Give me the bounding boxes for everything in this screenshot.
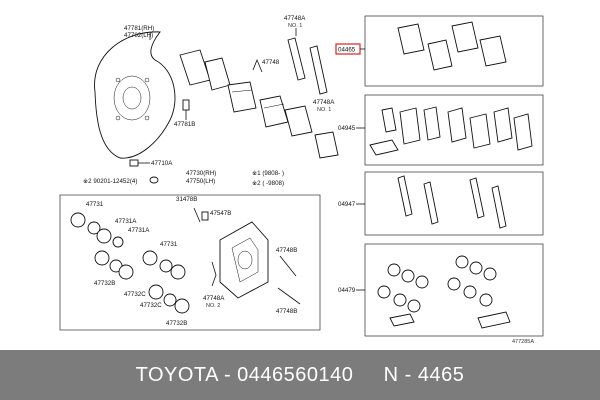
figure-code: 477285A (512, 339, 534, 345)
label-bolt-47781b: 47781B (174, 121, 195, 128)
label-kit-04479: 04479 (338, 287, 356, 294)
caliper-body (193, 207, 269, 299)
label-p47732b-a: 47732B (94, 280, 115, 287)
label-caliper-rh: 47730(RH) (186, 170, 216, 177)
label-kit-04465: 04465 (338, 47, 356, 54)
pistons-and-seals (70, 212, 190, 314)
label-p47748: 47748 (262, 59, 280, 66)
bolt-90201 (149, 176, 159, 184)
label-p47731-b: 47731 (160, 241, 178, 248)
label-note1: ※1 (9808- ) (252, 170, 284, 177)
dust-shield (94, 31, 176, 159)
caliper-assembly-box (59, 194, 321, 331)
label-p47748b-b: 47748B (276, 308, 297, 315)
part-number-footer: TOYOTA - 0446560140 N - 4465 (0, 350, 600, 400)
parts-diagram: 47781(RH) 47782(LH) 47781B 47710A ※2 902… (59, 15, 544, 345)
label-p47748a-mid: 47748A (313, 99, 335, 106)
label-kit-04945: 04945 (338, 125, 356, 132)
label-shield-rh: 47781(RH) (124, 25, 154, 32)
pins-47748b (277, 255, 301, 305)
label-p47748a-top: 47748A (284, 15, 306, 22)
part-number-text: TOYOTA - 0446560140 N - 4465 (135, 363, 465, 386)
label-kit-04947: 04947 (338, 201, 356, 208)
kit-04947-clips (397, 175, 507, 229)
kit-04465-pads (397, 21, 507, 71)
label-p47732b-b: 47732B (166, 320, 187, 327)
label-shield-lh: 47782(LH) (124, 32, 153, 39)
clip-47748a-no2 (211, 261, 217, 287)
label-p47732c-a: 47732C (124, 291, 146, 298)
label-bleeder-47710a: 47710A (151, 160, 173, 167)
label-p47731a-b: 47731A (128, 227, 150, 234)
label-p47732c-b: 47732C (140, 302, 162, 309)
bolt-47781b (182, 99, 190, 120)
label-caliper-lh: 47750(LH) (186, 178, 215, 185)
label-p47748b-a: 47748B (276, 247, 297, 254)
label-bolt-47547b: 47547B (210, 210, 231, 217)
label-p47731-a: 47731 (86, 201, 104, 208)
bleeder-47710a (129, 159, 150, 167)
label-bolt-note: ※2 90201-12452(4) (83, 178, 137, 185)
kit-04465-box (364, 15, 544, 87)
label-p47748a-low-note: NO. 2 (206, 303, 220, 309)
center-brake-pads (179, 49, 339, 159)
kit-04945-box (364, 94, 544, 166)
shim-47748a-top (287, 28, 328, 95)
clip-47748 (252, 58, 263, 73)
kit-04479-seals (377, 255, 511, 329)
kit-04945-shims (369, 106, 533, 156)
label-note2: ※2 ( -9808) (252, 180, 284, 187)
label-p47748a-mid-note: NO. 1 (317, 107, 331, 113)
kit-04947-box (364, 171, 544, 236)
label-p47748a-top-note: NO. 1 (288, 23, 302, 29)
label-bolt-31478b: 31478B (176, 196, 197, 203)
label-p47731a-a: 47731A (115, 218, 137, 225)
label-p47748a-low: 47748A (203, 295, 225, 302)
